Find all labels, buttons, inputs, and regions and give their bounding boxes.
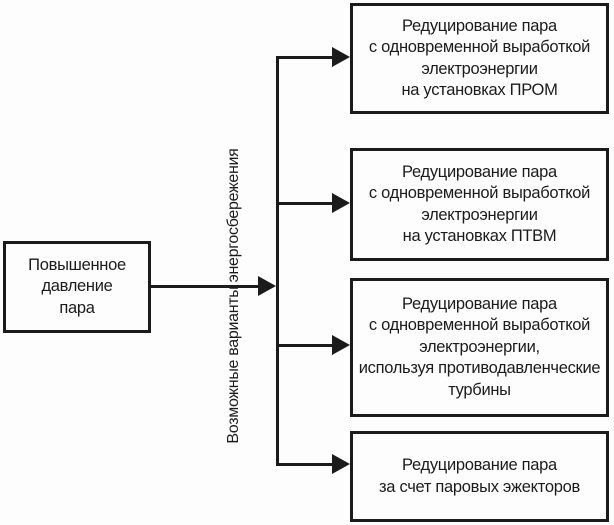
node-option-backpressure-turbines: Редуцирование пара с одновременной выраб… [350, 278, 609, 417]
connector-trunk-line [276, 56, 279, 466]
node-option-3-label: Редуцирование пара с одновременной выраб… [358, 294, 601, 399]
arrowhead-branch-1-icon [332, 47, 350, 67]
connector-main-line [151, 285, 259, 288]
node-option-2-label: Редуцирование пара с одновременной выраб… [368, 162, 591, 246]
node-steam-pressure: Повышенное давление пара [3, 241, 151, 333]
node-option-1-label: Редуцирование пара с одновременной выраб… [368, 16, 591, 100]
connector-branch-2-line [276, 202, 333, 205]
node-option-reduction-prom: Редуцирование пара с одновременной выраб… [350, 3, 609, 114]
arrowhead-branch-2-icon [332, 193, 350, 213]
connector-branch-1-line [276, 56, 333, 59]
arrowhead-main-icon [258, 276, 276, 296]
arrowhead-branch-4-icon [332, 454, 350, 474]
node-option-reduction-ptvm: Редуцирование пара с одновременной выраб… [350, 148, 609, 261]
node-option-4-label: Редуцирование пара за счет паровых эжект… [379, 456, 580, 496]
connector-branch-4-line [276, 463, 333, 466]
arrowhead-branch-3-icon [332, 335, 350, 355]
branch-group-label: Возможные варианты энергосбережения [225, 148, 242, 444]
connector-branch-3-line [276, 344, 333, 347]
node-option-steam-ejectors: Редуцирование пара за счет паровых эжект… [350, 431, 609, 522]
node-steam-pressure-label: Повышенное давление пара [28, 255, 126, 317]
